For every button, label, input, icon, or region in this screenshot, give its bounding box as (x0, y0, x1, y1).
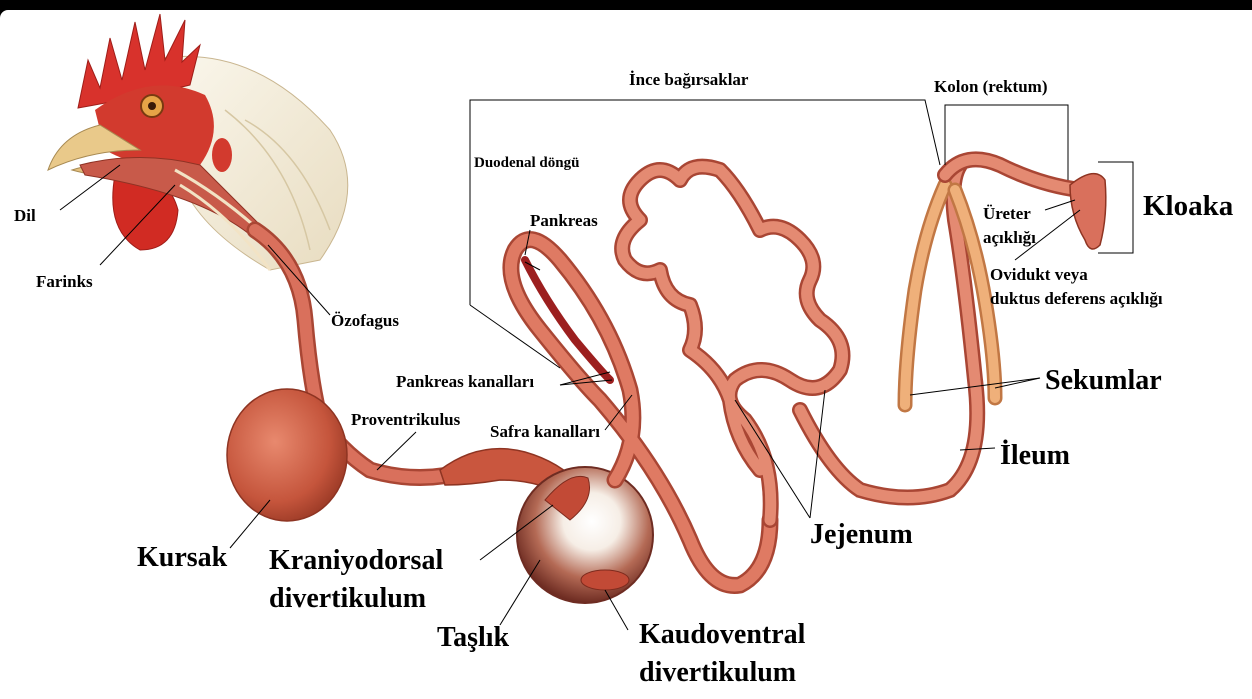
label-ovidukt-1: Ovidukt veya (990, 266, 1088, 284)
crop-shape (227, 389, 347, 521)
label-taslik: Taşlık (437, 623, 509, 652)
label-dil: Dil (14, 207, 36, 225)
label-kraniyodorsal-2: divertikulum (269, 584, 426, 613)
label-ozofagus: Özofagus (331, 312, 399, 330)
label-ileum: İleum (1000, 441, 1070, 470)
label-pankreas-kanallari: Pankreas kanalları (396, 373, 534, 391)
label-kaudoventral-2: divertikulum (639, 658, 796, 687)
label-ovidukt-2: duktus deferens açıklığı (990, 290, 1163, 308)
label-kaudoventral-1: Kaudoventral (639, 620, 805, 649)
label-safra-kanallari: Safra kanalları (490, 423, 600, 441)
label-ureter-1: Üreter (983, 205, 1031, 223)
label-duodenal-dongu: Duodenal döngü (474, 156, 579, 172)
label-ureter-2: açıklığı (983, 229, 1036, 247)
label-kloaka: Kloaka (1143, 191, 1233, 221)
label-kraniyodorsal-1: Kraniyodorsal (269, 546, 443, 575)
label-kursak: Kursak (137, 543, 227, 572)
label-farinks: Farinks (36, 273, 93, 291)
label-ince-bagirsaklar: İnce bağırsaklar (629, 71, 748, 89)
label-pankreas: Pankreas (530, 212, 598, 230)
label-sekumlar: Sekumlar (1045, 366, 1162, 395)
cloaca-shape (1070, 174, 1106, 249)
label-proventrikulus: Proventrikulus (351, 411, 460, 429)
label-kolon: Kolon (rektum) (934, 78, 1048, 96)
label-jejenum: Jejenum (810, 520, 913, 549)
chicken-head (48, 14, 348, 270)
